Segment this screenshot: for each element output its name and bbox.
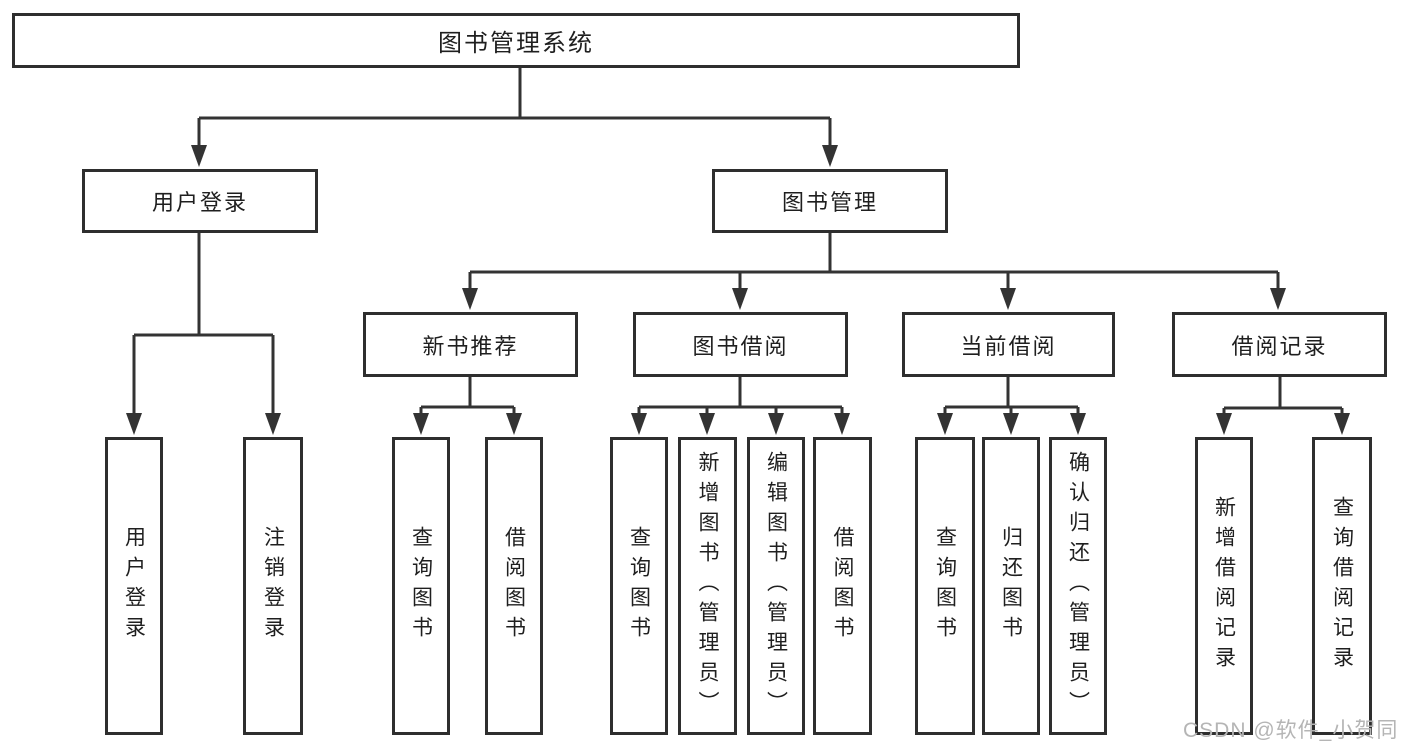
node-leaf-user-login: 用户登录: [105, 437, 163, 735]
connector-root-to-level2: [191, 68, 838, 167]
node-new-book-recommend-label: 新书推荐: [422, 333, 519, 359]
node-leaf-query-book-2: 查询图书: [610, 437, 668, 735]
node-leaf-query-borrow-record-label: 查询借阅记录: [1330, 496, 1354, 676]
node-book-borrow-label: 图书借阅: [692, 333, 789, 359]
node-book-management: 图书管理: [712, 169, 948, 233]
node-leaf-confirm-return-admin: 确认归还（管理员）: [1049, 437, 1107, 735]
node-leaf-logout-label: 注销登录: [261, 526, 285, 646]
connector-bookborrow-to-leaves: [631, 377, 850, 435]
node-leaf-confirm-return-admin-label: 确认归还（管理员）: [1066, 451, 1090, 721]
node-book-borrow: 图书借阅: [633, 312, 848, 377]
connector-borrowrecords-to-leaves: [1216, 377, 1350, 435]
node-current-borrow: 当前借阅: [902, 312, 1115, 377]
node-leaf-query-book-3: 查询图书: [915, 437, 975, 735]
node-borrow-records: 借阅记录: [1172, 312, 1387, 377]
node-leaf-add-borrow-record: 新增借阅记录: [1195, 437, 1253, 735]
connector-newbook-to-leaves: [413, 377, 522, 435]
node-leaf-borrow-book-2-label: 借阅图书: [831, 526, 854, 646]
csdn-watermark: CSDN @软件_小贺同学: [1183, 719, 1399, 742]
node-leaf-add-book-admin-label: 新增图书（管理员）: [696, 451, 719, 721]
node-borrow-records-label: 借阅记录: [1231, 333, 1328, 359]
node-leaf-query-borrow-record: 查询借阅记录: [1312, 437, 1372, 735]
node-leaf-add-borrow-record-label: 新增借阅记录: [1212, 496, 1236, 676]
node-book-management-label: 图书管理: [781, 190, 878, 215]
connector-userlogin-to-leaves: [126, 233, 281, 435]
node-leaf-query-book-1-label: 查询图书: [409, 526, 433, 646]
node-leaf-query-book-1: 查询图书: [392, 437, 450, 735]
node-leaf-edit-book-admin: 编辑图书（管理员）: [747, 437, 805, 735]
node-user-login-label: 用户登录: [151, 190, 248, 215]
node-leaf-borrow-book-1: 借阅图书: [485, 437, 543, 735]
node-leaf-return-book-label: 归还图书: [999, 526, 1023, 646]
node-user-login: 用户登录: [82, 169, 318, 233]
node-root-label: 图书管理系统: [438, 30, 594, 57]
node-leaf-borrow-book-2: 借阅图书: [813, 437, 872, 735]
node-new-book-recommend: 新书推荐: [363, 312, 578, 377]
node-leaf-add-book-admin: 新增图书（管理员）: [678, 437, 737, 735]
node-leaf-return-book: 归还图书: [982, 437, 1040, 735]
connector-bookmgmt-to-level3: [462, 233, 1286, 310]
node-current-borrow-label: 当前借阅: [960, 333, 1057, 359]
node-root: 图书管理系统: [12, 13, 1020, 68]
connector-currentborrow-to-leaves: [937, 377, 1086, 435]
node-leaf-edit-book-admin-label: 编辑图书（管理员）: [764, 451, 788, 721]
node-leaf-query-book-2-label: 查询图书: [627, 526, 651, 646]
node-leaf-user-login-label: 用户登录: [122, 526, 146, 646]
node-leaf-query-book-3-label: 查询图书: [933, 526, 957, 646]
node-leaf-borrow-book-1-label: 借阅图书: [502, 526, 526, 646]
node-leaf-logout: 注销登录: [243, 437, 303, 735]
